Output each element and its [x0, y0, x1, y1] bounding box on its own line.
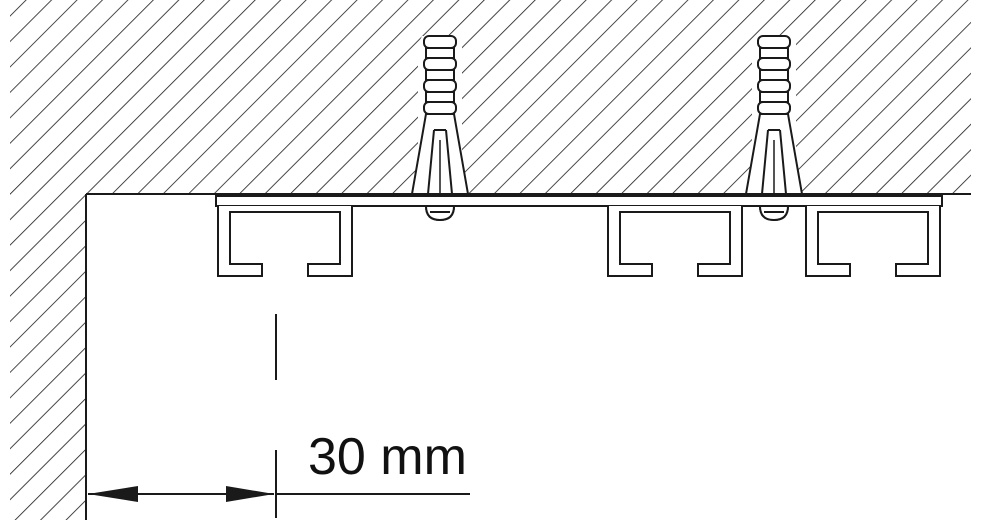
wall-plug-left — [410, 35, 470, 222]
dimension-label: 30 mm — [308, 428, 467, 486]
hatched-ceiling-and-wall — [10, 0, 971, 520]
dimension-30mm: 30 mm — [88, 314, 470, 518]
wall-plug-right — [744, 35, 804, 222]
arrow-right-icon — [226, 486, 274, 502]
arrow-left-icon — [88, 486, 138, 502]
curtain-rail-profile — [215, 195, 943, 277]
